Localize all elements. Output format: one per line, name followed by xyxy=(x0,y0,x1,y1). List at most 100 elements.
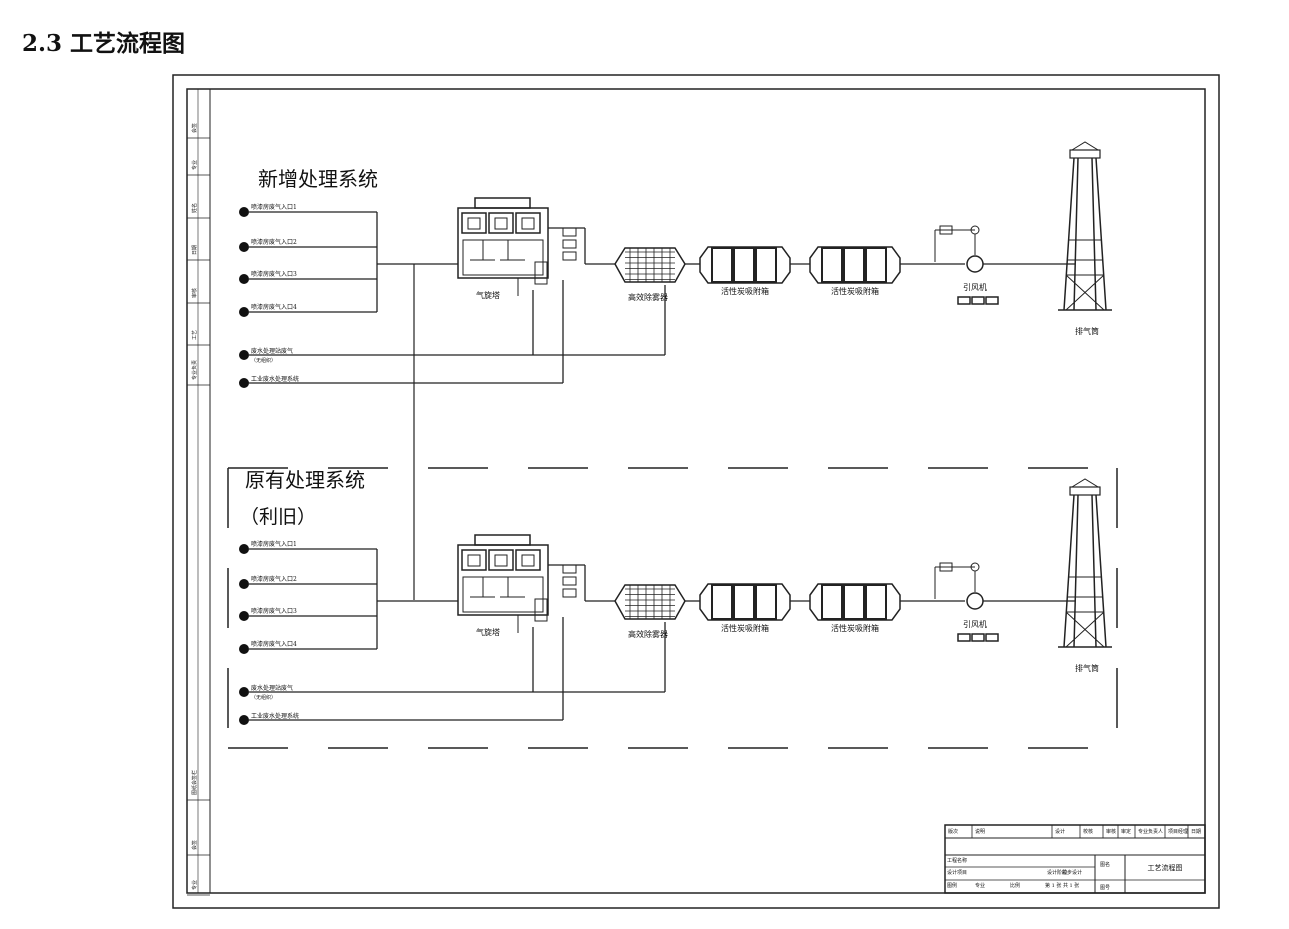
motor-icon xyxy=(971,633,985,642)
tower-top xyxy=(474,534,531,546)
system-new: 新增处理系统喷漆房废气入口1喷漆房废气入口2喷漆房废气入口3喷漆房废气入口4废水… xyxy=(239,141,1112,388)
cyclone-tower-label: 气旋塔 xyxy=(476,290,500,300)
strip-label: 工艺 xyxy=(192,330,198,340)
motor-icon xyxy=(985,633,999,642)
cyclone-tower-label: 气旋塔 xyxy=(476,627,500,637)
inlet-label: 喷漆房废气入口1 xyxy=(251,203,297,211)
inlet-node-icon xyxy=(239,579,249,589)
water-inlet-label: 工业废水处理系统 xyxy=(251,375,299,383)
system-subtitle: （利旧） xyxy=(240,506,316,528)
exhaust-stack-body xyxy=(1063,157,1107,311)
strip-label: 图纸会签栏 xyxy=(191,770,198,795)
adsorber-chamber xyxy=(843,247,865,283)
title-block-header: 项目经理 xyxy=(1168,828,1188,835)
tower-internal xyxy=(462,239,544,276)
title-block-frame xyxy=(944,824,1206,894)
tower-window xyxy=(461,549,487,571)
demister-body xyxy=(614,584,686,620)
strip-label: 会签 xyxy=(191,123,198,133)
motor-icon xyxy=(985,296,999,305)
inlet-node-icon xyxy=(239,644,249,654)
system-title: 原有处理系统 xyxy=(245,468,365,492)
adsorber-chamber xyxy=(865,247,887,283)
stack-cap xyxy=(1070,478,1100,488)
tower-window-inner xyxy=(521,554,535,567)
strip-label: 会签 xyxy=(191,840,198,850)
inlet-node-icon xyxy=(239,274,249,284)
inlet-label: 喷漆房废气入口4 xyxy=(251,640,297,648)
major-label: 专业 xyxy=(975,882,985,889)
title-block-header: 审定 xyxy=(1121,828,1131,835)
tower-window-inner xyxy=(467,554,481,567)
tower-window xyxy=(461,212,487,234)
pump-icon xyxy=(534,598,548,622)
inlet-label: 喷漆房废气入口3 xyxy=(251,607,297,615)
inlet-label: 喷漆房废气入口2 xyxy=(251,238,297,246)
instrument-icon xyxy=(562,251,577,261)
drawing-code-label: 图号 xyxy=(1100,885,1110,891)
instrument-icon xyxy=(562,239,577,249)
title-block-header: 说明 xyxy=(975,828,985,835)
stack-top xyxy=(1069,149,1101,159)
inlet-node-icon xyxy=(239,378,249,388)
instrument-icon xyxy=(562,588,577,598)
tower-window xyxy=(515,212,541,234)
fan-label: 引风机 xyxy=(963,282,987,292)
tower-window xyxy=(488,549,514,571)
inlet-node-icon xyxy=(239,611,249,621)
adsorber-chamber xyxy=(733,247,755,283)
induced-draft-fan-icon xyxy=(966,255,984,273)
carbon-adsorber-2-label: 活性炭吸附箱 xyxy=(831,286,879,296)
title-block-header: 版次 xyxy=(948,828,958,835)
tower-window-inner xyxy=(494,554,508,567)
adsorber-chamber xyxy=(755,584,777,620)
system-existing: 原有处理系统（利旧）喷漆房废气入口1喷漆房废气入口2喷漆房废气入口3喷漆房废气入… xyxy=(239,468,1112,725)
fan-label: 引风机 xyxy=(963,619,987,629)
strip-label: 专业负责 xyxy=(191,360,198,380)
carbon-adsorber-1-label: 活性炭吸附箱 xyxy=(721,623,769,633)
adsorber-chamber xyxy=(821,584,843,620)
demister-label: 高效除雾器 xyxy=(628,292,668,302)
inlet-label: 喷漆房废气入口3 xyxy=(251,270,297,278)
strip-label: 审核 xyxy=(191,288,198,298)
instrument-icon xyxy=(562,564,577,574)
adsorber-chamber xyxy=(755,247,777,283)
inlet-label: 喷漆房废气入口2 xyxy=(251,575,297,583)
carbon-adsorber-2-label: 活性炭吸附箱 xyxy=(831,623,879,633)
title-block-header: 校核 xyxy=(1083,828,1093,835)
instrument-icon xyxy=(562,576,577,586)
adsorber-chamber xyxy=(821,247,843,283)
inlet-node-icon xyxy=(239,307,249,317)
demister-label: 高效除雾器 xyxy=(628,629,668,639)
inner-frame xyxy=(186,88,1206,894)
section-heading: 2.3 工艺流程图 xyxy=(22,30,186,57)
inlet-node-icon xyxy=(239,544,249,554)
wastewater-inlet-note: （无组织） xyxy=(251,357,276,364)
stack-cap xyxy=(1070,141,1100,151)
wastewater-inlet-note: （无组织） xyxy=(251,694,276,701)
instrument-icon xyxy=(562,227,577,237)
stack-bracing xyxy=(1065,576,1105,648)
adsorber-chamber xyxy=(865,584,887,620)
system-title: 新增处理系统 xyxy=(258,167,378,191)
title-block-header: 审核 xyxy=(1106,828,1116,835)
adsorber-chamber xyxy=(711,584,733,620)
stack-bracing xyxy=(1065,239,1105,311)
tower-internal xyxy=(462,576,544,613)
existing-system-dashed-boundary xyxy=(227,467,1118,749)
water-inlet-label: 工业废水处理系统 xyxy=(251,712,299,720)
strip-label: 专业 xyxy=(191,160,198,170)
carbon-adsorber-1-label: 活性炭吸附箱 xyxy=(721,286,769,296)
tower-window-inner xyxy=(521,217,535,230)
no-label: 图例 xyxy=(947,882,957,889)
drawing-name: 工艺流程图 xyxy=(1148,863,1183,872)
adsorber-chamber xyxy=(843,584,865,620)
motor-icon xyxy=(957,296,971,305)
strip-label: 姓名 xyxy=(191,203,198,213)
tower-window xyxy=(488,212,514,234)
wastewater-inlet-label: 废水处理站废气 xyxy=(251,684,293,692)
sub-project-label: 设计项目 xyxy=(947,869,967,876)
scale-label: 比例 xyxy=(1010,882,1020,889)
motor-icon xyxy=(957,633,971,642)
